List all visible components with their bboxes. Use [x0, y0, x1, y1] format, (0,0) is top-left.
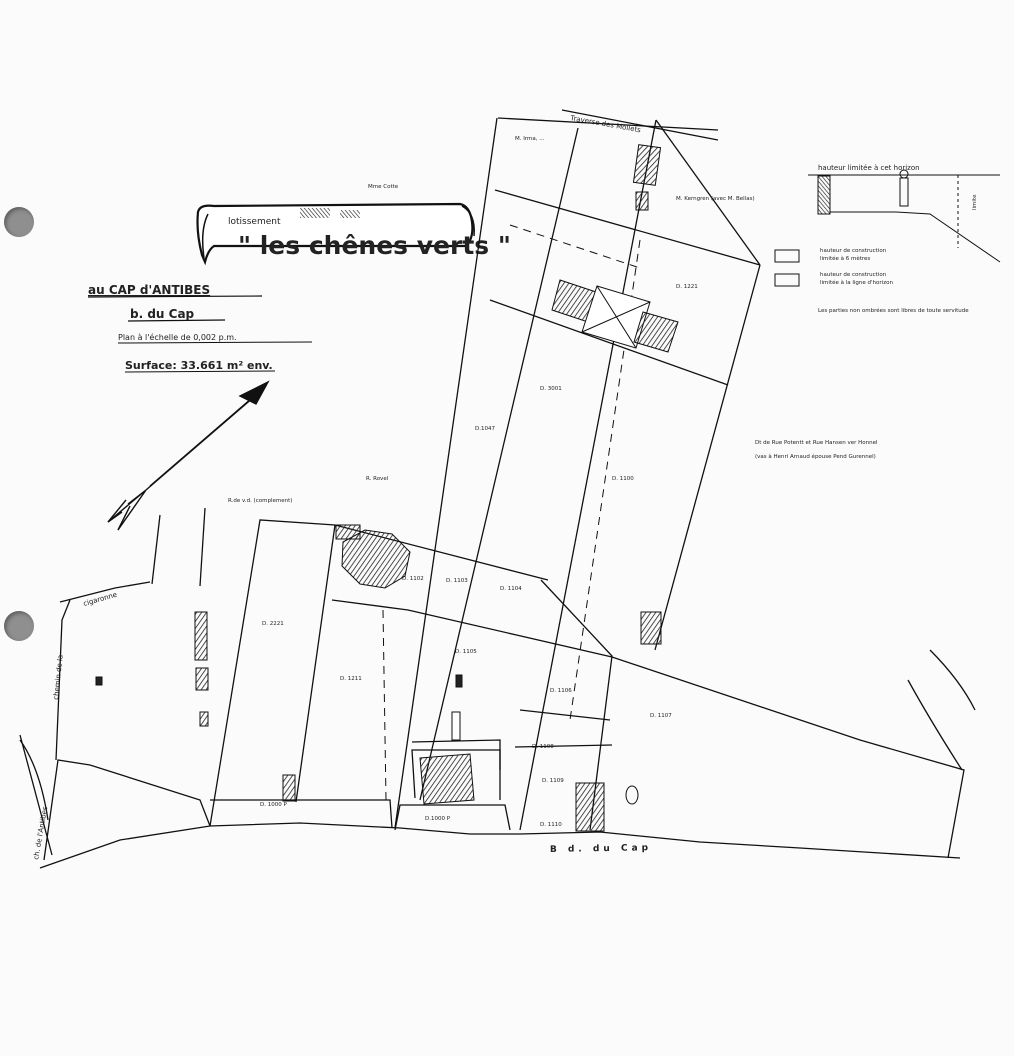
lot-d1000: D.1000 P [425, 816, 451, 822]
lot-d1109: D. 1109 [542, 778, 564, 784]
lot-d1100: D. 1100 [612, 476, 634, 482]
lot-top-1: M. Irma, ... [515, 136, 545, 142]
cartouche-title: " les chênes verts " [238, 231, 511, 260]
note-right-2: (vas à Henri Arnaud épouse Pend Gurennel… [755, 453, 876, 460]
lot-d1000-lower: D. 1000 P [260, 802, 287, 808]
binder-hole-bottom [4, 611, 34, 641]
cartouche-smudge-2 [340, 210, 360, 218]
lot-cotte: Mme Cotte [368, 184, 399, 190]
lot-d1105: D. 1105 [455, 649, 477, 655]
legend-text: hauteur limitée à cet horizon hauteur de… [755, 164, 978, 460]
lot-d1102: D. 1102 [402, 576, 424, 582]
dashed-lines [382, 224, 641, 801]
lot-d1221: D. 1221 [676, 284, 698, 290]
road-chemin: chemin de la [52, 654, 65, 700]
lot-labels: M. Irma, ... M. Kerngren (avec M. Bellas… [228, 136, 755, 828]
lot-d1107: D. 1107 [650, 713, 672, 719]
cartouche-prefix: lotissement [228, 217, 281, 227]
lot-top-2: M. Kerngren (avec M. Bellas) [676, 196, 755, 202]
lot-d1106: D. 1106 [550, 688, 572, 694]
lot-d3001: D. 3001 [540, 386, 562, 392]
place-name: au CAP d'ANTIBES [88, 283, 210, 297]
lot-d1110: D. 1110 [540, 822, 562, 828]
road-traverse: Traverse des Mollets [569, 114, 642, 135]
legend-2a: hauteur de construction [820, 272, 887, 278]
lot-d1047: D.1047 [475, 426, 495, 432]
note-right-1: Dt de Rue Potentt et Rue Hansen ver Honn… [755, 440, 878, 446]
hatched-buildings [95, 144, 679, 832]
legend-1a: hauteur de construction [820, 248, 887, 254]
road-cigaronne: cigaronne [82, 591, 118, 608]
lot-d2221: D. 2221 [262, 621, 284, 627]
legend-1b: limitée à 6 mètres [820, 255, 870, 262]
scale-text: Plan à l'échelle de 0,002 p.m. [118, 332, 237, 342]
legend-side: limite [972, 194, 978, 210]
legend-3: Les parties non ombrées sont libres de t… [818, 307, 969, 314]
surface-text: Surface: 33.661 m² env. [125, 359, 273, 372]
road-name: b. du Cap [130, 307, 195, 321]
cartouche-smudge [300, 208, 330, 218]
lot-rdv: R.de v.d. (complement) [228, 498, 292, 504]
binder-hole-top [4, 207, 34, 237]
road-bd-du-cap: B d. du Cap [550, 843, 652, 855]
lot-d1211: D. 1211 [340, 676, 362, 682]
cadastral-linework [19, 109, 976, 869]
legend-header: hauteur limitée à cet horizon [818, 164, 920, 172]
title-block: au CAP d'ANTIBES b. du Cap Plan à l'éche… [87, 283, 313, 373]
legend-2b: limitée à la ligne d'horizon [820, 279, 893, 286]
north-arrow [107, 380, 270, 531]
legend-elevation [774, 169, 1001, 287]
lot-rovel: R. Rovel [366, 476, 389, 482]
road-chemin-lower: ch. de l'Antibes [32, 806, 49, 861]
lot-d1104: D. 1104 [500, 586, 522, 592]
cartouche-banner: lotissement " les chênes verts " [196, 202, 511, 266]
lot-d1108: D. 1108 [532, 744, 554, 750]
lot-d1103: D. 1103 [446, 578, 468, 584]
